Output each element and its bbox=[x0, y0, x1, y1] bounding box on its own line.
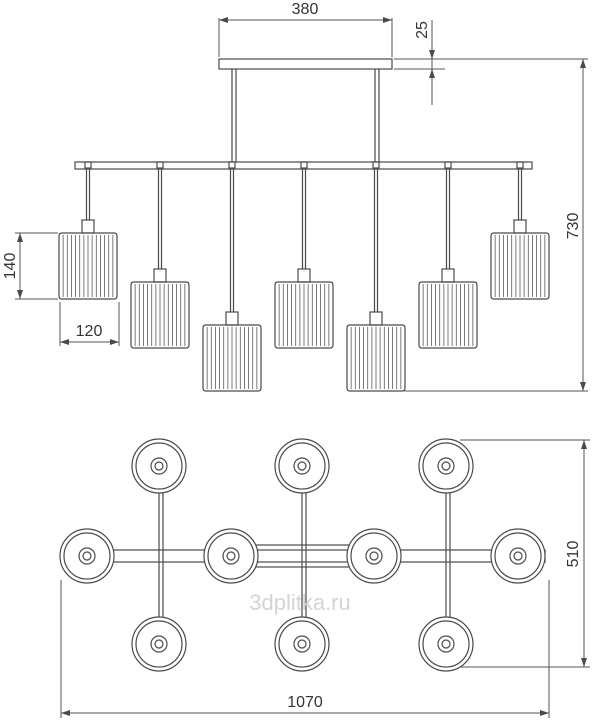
pendant-lamp bbox=[346, 161, 406, 392]
dimension-total-length: 1070 bbox=[60, 580, 550, 718]
plan-shade-disc bbox=[346, 528, 402, 584]
plan-shade-disc bbox=[418, 438, 474, 494]
plan-shade-disc bbox=[274, 438, 330, 494]
pendant-lamp bbox=[130, 161, 190, 349]
pendant-lamp bbox=[490, 161, 550, 300]
plan-shades bbox=[59, 438, 546, 672]
pendant-group bbox=[58, 161, 550, 392]
dimension-shade-height: 140 bbox=[2, 232, 58, 300]
ceiling-canopy bbox=[218, 58, 393, 70]
dimension-label-canopy-height: 25 bbox=[414, 21, 431, 39]
plan-shade-disc bbox=[59, 528, 115, 584]
plan-arms bbox=[158, 468, 451, 638]
plan-shade-disc bbox=[418, 616, 474, 672]
dimension-label-top-width: 380 bbox=[292, 1, 319, 18]
dimension-top-width: 380 bbox=[218, 1, 393, 57]
dimension-shade-width: 120 bbox=[59, 302, 120, 346]
plan-horizontal-bar bbox=[69, 549, 546, 563]
dimension-total-height: 730 bbox=[404, 59, 588, 392]
dimension-plan-depth: 510 bbox=[460, 439, 590, 668]
dimension-label-shade-width: 120 bbox=[76, 323, 103, 340]
watermark: 3dplitka.ru bbox=[249, 590, 351, 615]
plan-shade-disc bbox=[203, 528, 259, 584]
side-elevation: 380 25 730 140 bbox=[2, 1, 588, 392]
plan-shade-disc bbox=[131, 438, 187, 494]
dimension-label-shade-height: 140 bbox=[2, 253, 19, 280]
plan-view: 510 1070 3dplitka.ru bbox=[59, 438, 590, 718]
plan-shade-disc bbox=[490, 528, 546, 584]
pendant-lamp bbox=[202, 161, 262, 392]
plan-shade-disc bbox=[274, 616, 330, 672]
dimension-label-plan-depth: 510 bbox=[565, 541, 582, 568]
plan-shade-disc bbox=[131, 616, 187, 672]
pendant-lamp bbox=[58, 161, 118, 300]
pendant-lamp bbox=[418, 161, 478, 349]
dimension-label-total-height: 730 bbox=[565, 213, 582, 240]
dimension-canopy-height: 25 bbox=[394, 20, 588, 105]
pendant-lamp bbox=[274, 161, 334, 349]
dimension-label-total-length: 1070 bbox=[287, 694, 323, 711]
